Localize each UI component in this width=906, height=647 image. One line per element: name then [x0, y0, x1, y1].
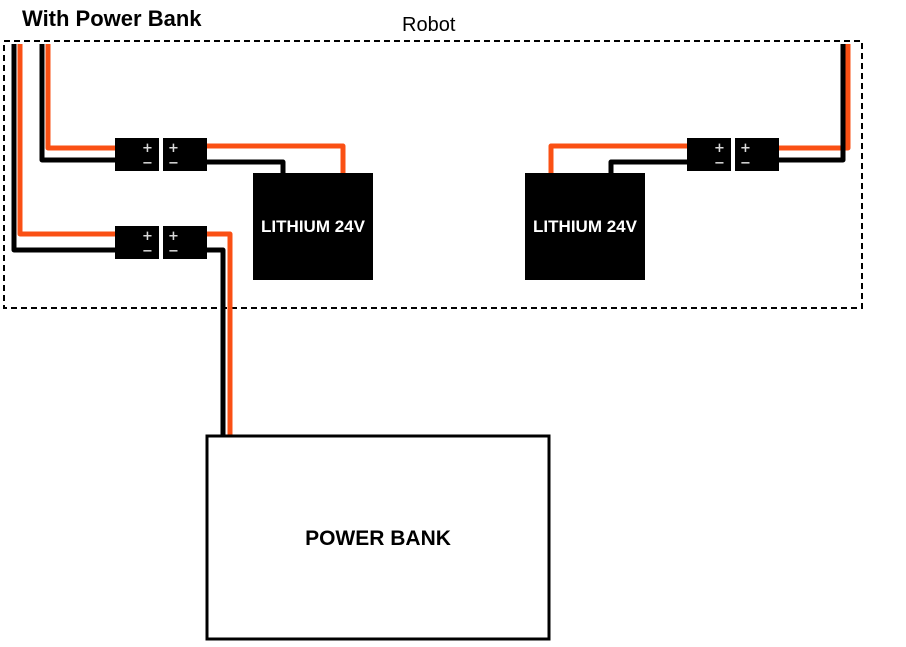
connector-housing: [735, 138, 779, 171]
positive-symbol: +: [168, 229, 179, 244]
battery-body: [253, 173, 373, 280]
negative-symbol: −: [714, 156, 725, 171]
wire-top-left-negative: [39, 44, 116, 163]
negative-symbol: −: [168, 156, 179, 171]
negative-symbol: −: [142, 156, 153, 171]
connector-upper-left: + − + −: [115, 138, 207, 171]
wire-power-bank-negative: [207, 247, 226, 437]
diagram-title: With Power Bank: [22, 6, 202, 31]
connector-housing: [163, 138, 207, 171]
positive-symbol: +: [740, 141, 751, 156]
positive-symbol: +: [142, 229, 153, 244]
connector-housing: [687, 138, 731, 171]
battery-body: [525, 173, 645, 280]
battery-right-label: LITHIUM 24V: [533, 217, 638, 236]
wire-power-bank-positive: [207, 231, 233, 437]
connector-housing: [163, 226, 207, 259]
wire-left-battery-negative: [207, 159, 286, 174]
robot-enclosure: [3, 40, 863, 309]
power-bank: POWER BANK: [205, 434, 551, 641]
wire-far-left-negative: [11, 44, 116, 253]
positive-symbol: +: [168, 141, 179, 156]
positive-symbol: +: [142, 141, 153, 156]
power-bank-body: [205, 434, 551, 641]
battery-left: LITHIUM 24V: [253, 173, 373, 280]
robot-label: Robot: [402, 14, 456, 36]
connector-housing: [115, 226, 159, 259]
connector-housing: [115, 138, 159, 171]
power-bank-label: POWER BANK: [305, 527, 451, 550]
wire-top-right-negative: [779, 44, 846, 163]
wires: [11, 44, 851, 437]
wire-top-right-positive: [779, 44, 851, 151]
wire-left-battery-positive: [207, 143, 346, 174]
connector-right: + − + −: [687, 138, 779, 171]
negative-symbol: −: [740, 156, 751, 171]
negative-symbol: −: [168, 244, 179, 259]
wire-top-left-positive: [45, 44, 116, 151]
wire-right-battery-negative: [608, 159, 688, 174]
wire-far-left-positive: [17, 44, 116, 237]
battery-right: LITHIUM 24V: [525, 173, 645, 280]
wire-right-battery-positive: [548, 143, 688, 174]
connector-lower-left: + − + −: [115, 226, 207, 259]
negative-symbol: −: [142, 244, 153, 259]
positive-symbol: +: [714, 141, 725, 156]
battery-left-label: LITHIUM 24V: [261, 217, 366, 236]
